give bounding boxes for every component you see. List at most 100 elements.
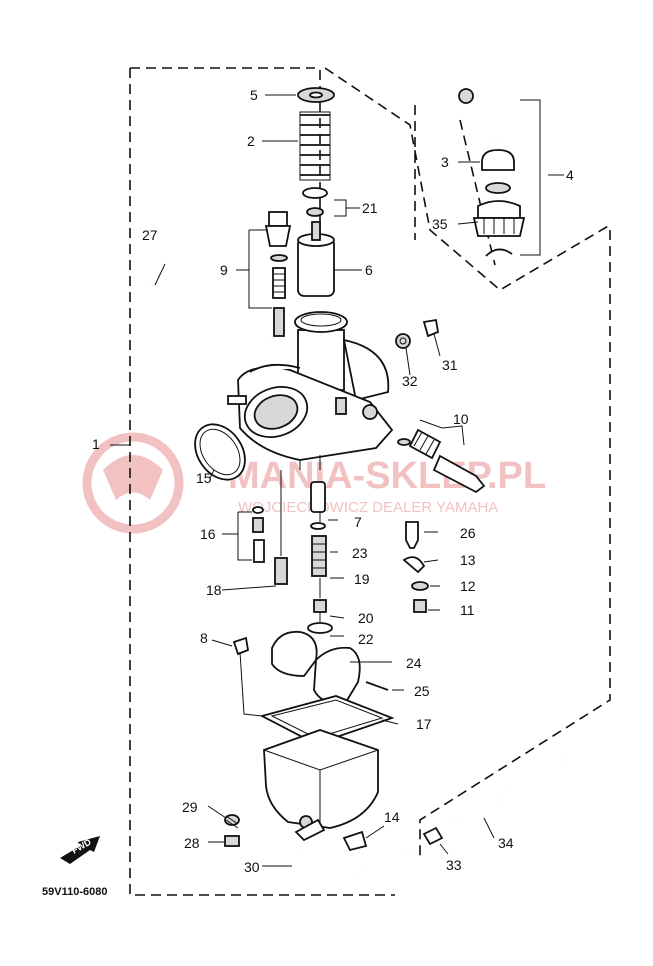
label-part-20: 20 [358, 610, 374, 626]
cap-ring-shape [485, 182, 511, 194]
label-part-10: 10 [453, 411, 469, 427]
float-24-left [271, 630, 318, 677]
label-part-7: 7 [354, 514, 362, 530]
pilot-jet-18-shape [274, 557, 288, 585]
screw-14-shape [342, 830, 368, 852]
bowl-outlet [294, 818, 326, 842]
body-riser-top [294, 311, 348, 333]
float-bowl-assembly [259, 695, 395, 842]
vent-hoses-34 [363, 757, 564, 873]
body-flange-edge [249, 363, 301, 373]
cap-assembly [458, 88, 541, 257]
float-valve-parts [402, 521, 429, 613]
float-needle-26-shape [405, 521, 419, 549]
label-part-3: 3 [441, 154, 449, 170]
float-bowl-body [263, 729, 379, 829]
label-part-24: 24 [406, 655, 422, 671]
forward-arrow-icon: FWD [60, 836, 100, 864]
washer-23-shape [310, 522, 326, 530]
watermark-logo-mark [103, 455, 163, 500]
cap-3-shape [481, 149, 515, 171]
label-part-5: 5 [250, 87, 258, 103]
rod-27 [151, 263, 271, 342]
washer-5-hole [309, 91, 323, 99]
body-jet-plug [335, 397, 347, 415]
plug-28-shape [224, 835, 240, 847]
label-part-2: 2 [247, 133, 255, 149]
label-part-12: 12 [460, 578, 476, 594]
idle-oring [397, 438, 411, 446]
label-part-6: 6 [365, 262, 373, 278]
label-part-29: 29 [182, 799, 198, 815]
label-part-17: 17 [416, 716, 432, 732]
pilot-screw-shape [273, 307, 285, 337]
boundary-right [419, 230, 611, 860]
label-part-21: 21 [362, 200, 378, 216]
boundary-cap-link [459, 119, 496, 266]
idle-screw-shape [432, 454, 486, 494]
main-jet-holder-19-shape [311, 535, 327, 577]
needle-jet-7-shape [310, 481, 326, 513]
float-24-right [313, 646, 361, 704]
label-part-23: 23 [352, 545, 368, 561]
main-jet-20-shape [313, 599, 327, 613]
fitting-33-shape [422, 826, 444, 846]
bracket-16 [237, 511, 252, 561]
label-part-27: 27 [142, 227, 158, 243]
label-part-14: 14 [384, 809, 400, 825]
label-part-33: 33 [446, 857, 462, 873]
watermark-subtitle: WOJCIECHOWICZ DEALER YAMAHA [238, 499, 498, 516]
label-part-8: 8 [200, 630, 208, 646]
idle-screw-assembly [397, 419, 486, 494]
clip-21-shape [302, 187, 328, 199]
screw-31-shape [422, 318, 440, 338]
washer-22-shape [307, 622, 333, 634]
clip-4-shape [485, 248, 513, 257]
label-part-35: 35 [432, 216, 448, 232]
gasket-17-shape [259, 695, 395, 745]
label-part-9: 9 [220, 262, 228, 278]
plug-32-shape [395, 333, 411, 349]
pilot-cap-shape [264, 225, 292, 247]
watermark-brand: MANIA-SKLEP.PL [228, 455, 546, 497]
label-part-30: 30 [244, 859, 260, 875]
float-assembly [271, 630, 389, 704]
pilot-nut-shape [268, 211, 288, 227]
label-part-13: 13 [460, 552, 476, 568]
oring-15-shape [194, 423, 246, 481]
drain-hose-30 [293, 855, 355, 893]
boundary-left-bottom [129, 68, 395, 896]
label-part-18: 18 [206, 582, 222, 598]
label-part-32: 32 [402, 373, 418, 389]
starter-jet [253, 539, 265, 563]
boundary-top-right [324, 67, 611, 291]
label-part-15: 15 [196, 470, 212, 486]
leader-lines [110, 94, 564, 867]
label-part-16: 16 [200, 526, 216, 542]
spring-2-shape [299, 111, 331, 181]
label-part-22: 22 [358, 631, 374, 647]
label-part-28: 28 [184, 835, 200, 851]
clip-13-shape [402, 556, 426, 574]
label-part-11: 11 [460, 602, 475, 618]
starter-oring [252, 506, 264, 514]
pin-25-shape [365, 681, 389, 691]
screw-11-shape [413, 599, 427, 613]
label-part-26: 26 [460, 525, 476, 541]
body-stud [227, 395, 247, 405]
carburetor-body [227, 311, 394, 470]
pilot-spring-shape [272, 267, 286, 299]
bracket-9 [248, 229, 272, 309]
washer-12-shape [411, 581, 429, 591]
pilot-oring-shape [270, 254, 288, 262]
starter-jet-assembly [237, 470, 288, 585]
hose-end-shape [458, 88, 474, 104]
screw-31-plug-32 [395, 318, 440, 349]
bracket-4 [520, 99, 541, 256]
idle-spring-shape [408, 428, 442, 460]
pilot-screw-assembly [248, 211, 292, 337]
label-part-4: 4 [566, 167, 574, 183]
body-idle-port [362, 404, 378, 420]
needle-shape [311, 221, 321, 241]
